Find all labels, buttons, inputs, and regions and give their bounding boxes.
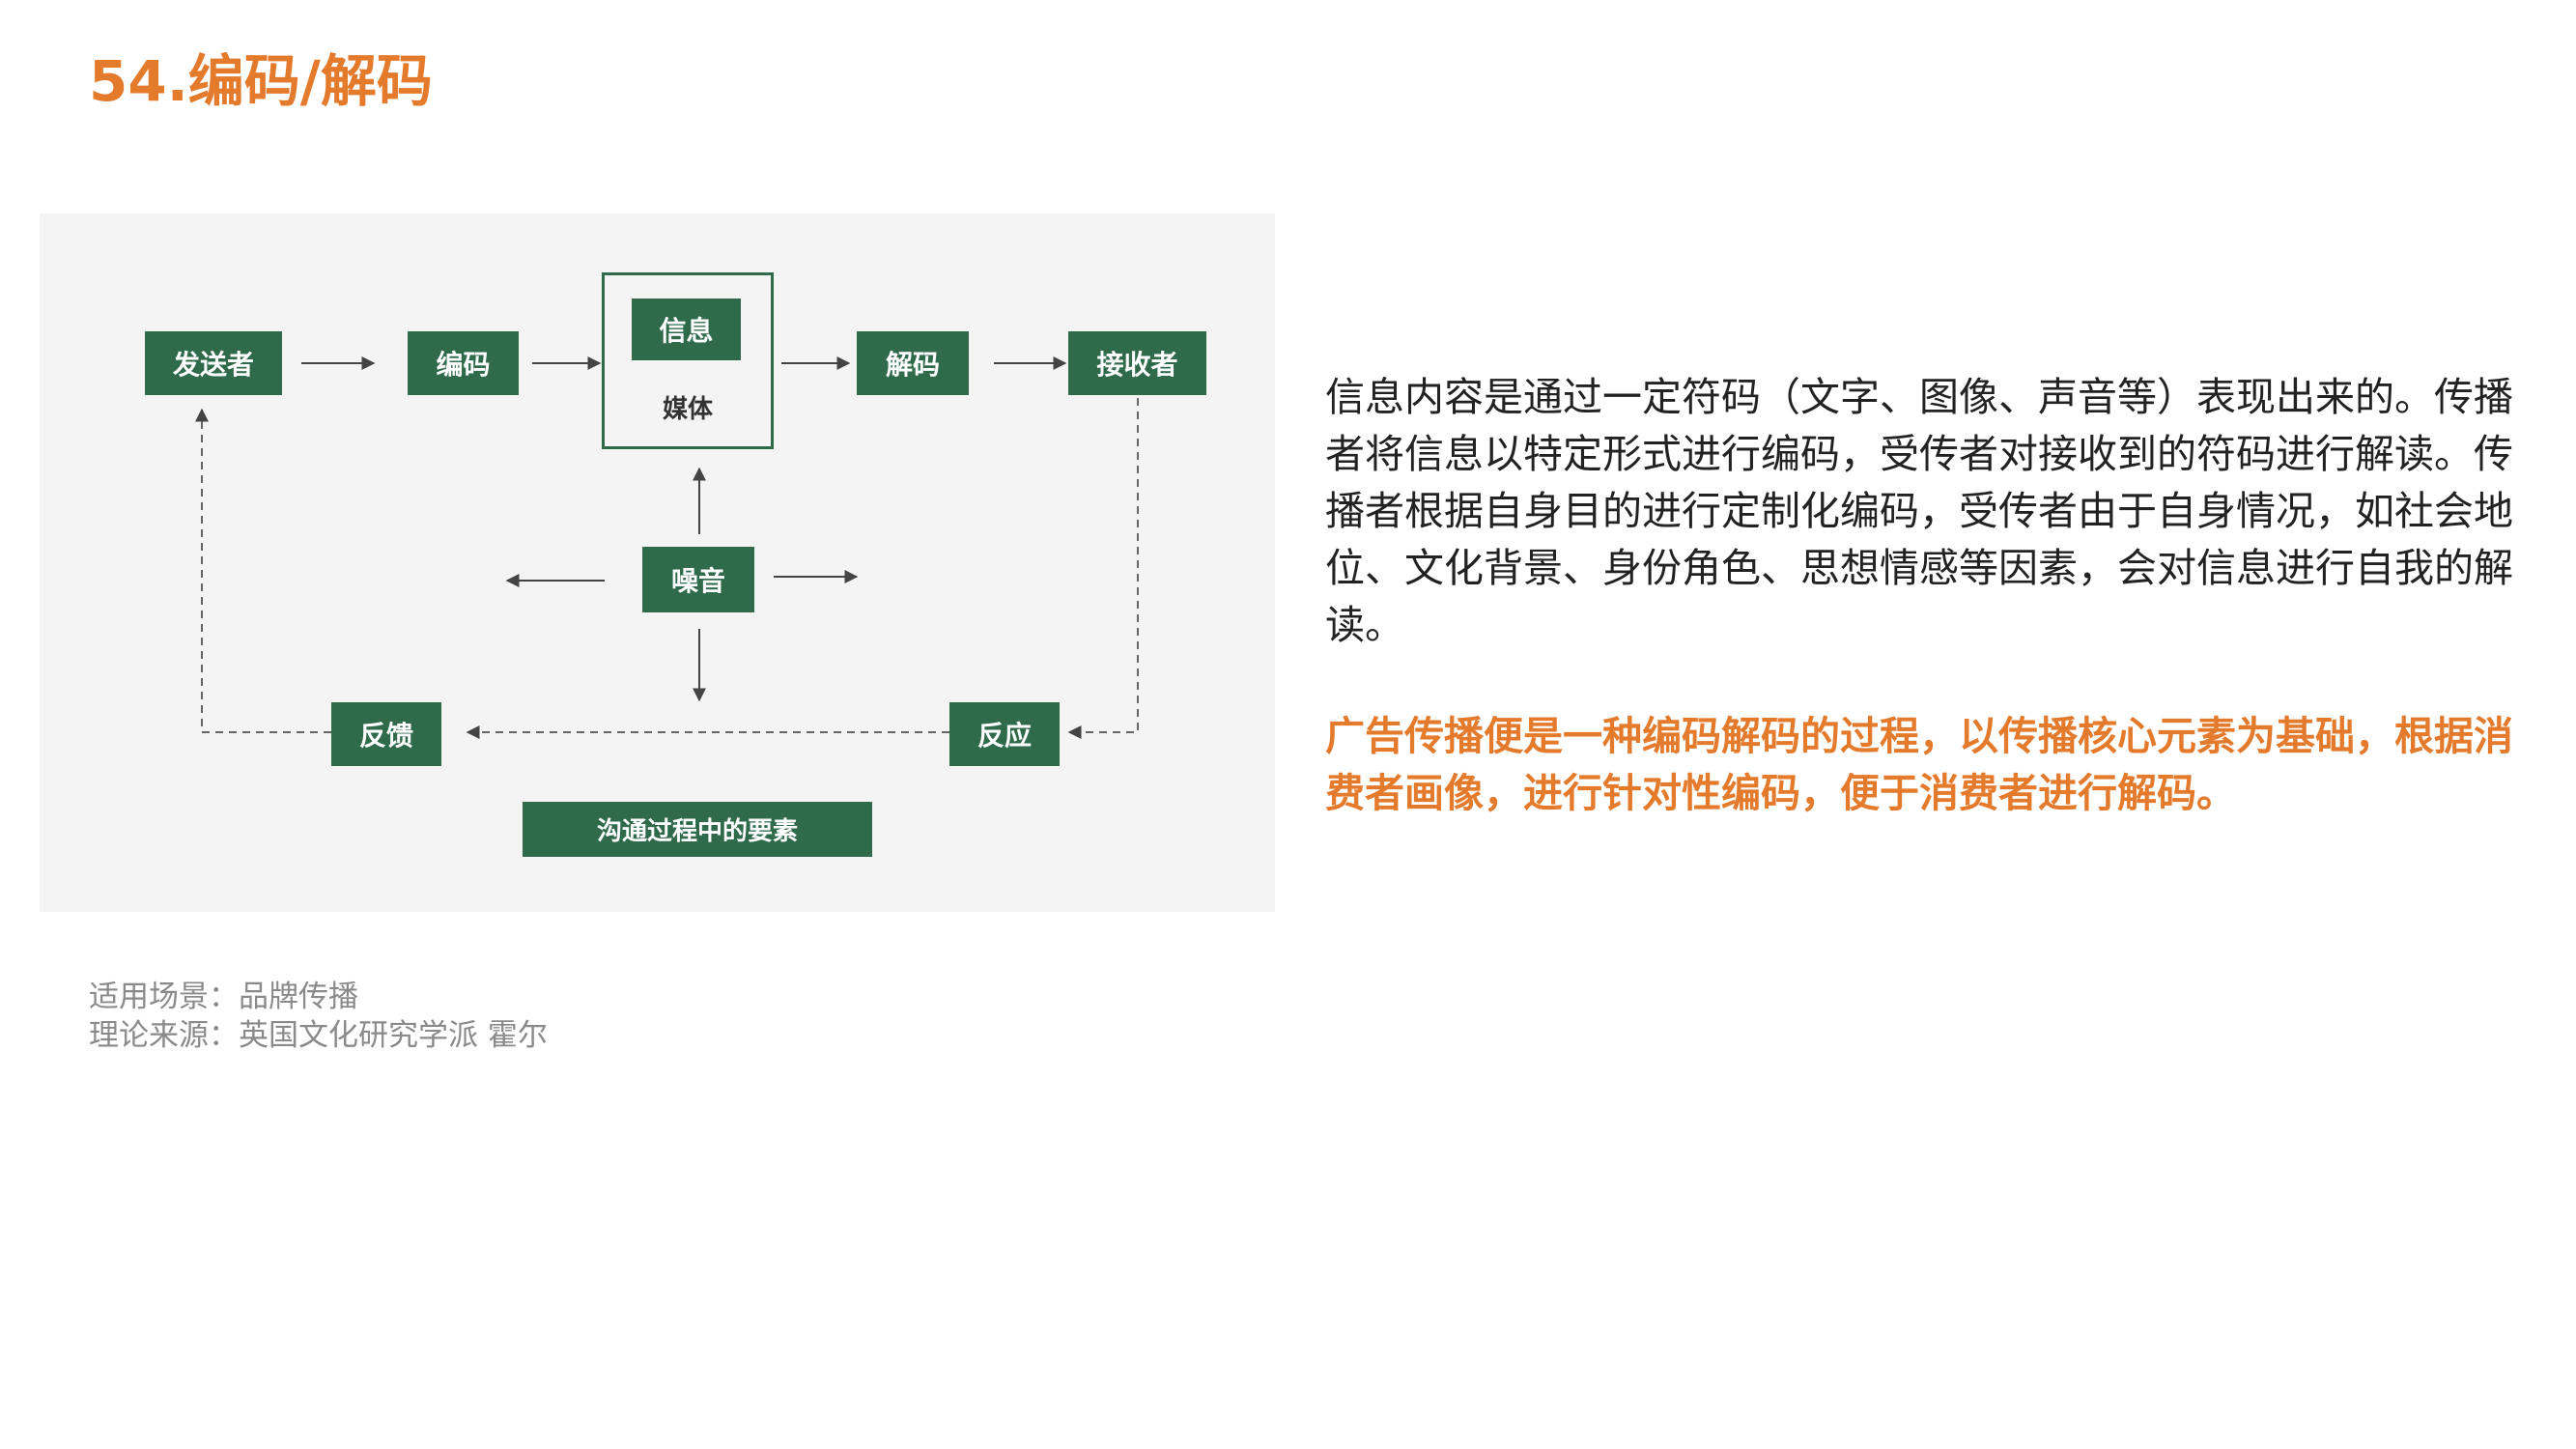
node-medium-label: 媒体	[662, 395, 713, 424]
node-encode: 编码	[408, 331, 519, 395]
node-response: 反应	[949, 702, 1060, 766]
paragraph-main: 信息内容是通过一定符码（文字、图像、声音等）表现出来的。传播者将信息以特定形式进…	[1325, 374, 2513, 648]
diagram-panel: 发送者 编码 信息 媒体 解码 接收者 噪音 反馈 反应 沟通过程中的要素	[40, 213, 1275, 912]
meta-info: 适用场景：品牌传播 理论来源：英国文化研究学派 霍尔	[89, 978, 548, 1055]
node-message: 信息	[632, 298, 741, 360]
medium-frame	[602, 272, 774, 449]
connector-layer	[195, 356, 1139, 739]
dashed-feedback-sender	[195, 408, 331, 733]
node-sender: 发送者	[145, 331, 282, 395]
description-text: 信息内容是通过一定符码（文字、图像、声音等）表现出来的。传播者将信息以特定形式进…	[1325, 369, 2542, 822]
node-decode: 解码	[857, 331, 969, 395]
meta-scene: 适用场景：品牌传播	[89, 980, 358, 1014]
node-feedback: 反馈	[331, 702, 441, 766]
node-noise: 噪音	[642, 547, 754, 612]
node-receiver: 接收者	[1068, 331, 1206, 395]
dashed-receiver-response	[1067, 398, 1139, 739]
diagram-caption: 沟通过程中的要素	[523, 802, 872, 857]
paragraph-highlight: 广告传播便是一种编码解码的过程，以传播核心元素为基础，根据消费者画像，进行针对性…	[1325, 713, 2513, 816]
meta-source: 理论来源：英国文化研究学派 霍尔	[89, 1018, 548, 1053]
page-title: 54.编码/解码	[89, 48, 433, 114]
